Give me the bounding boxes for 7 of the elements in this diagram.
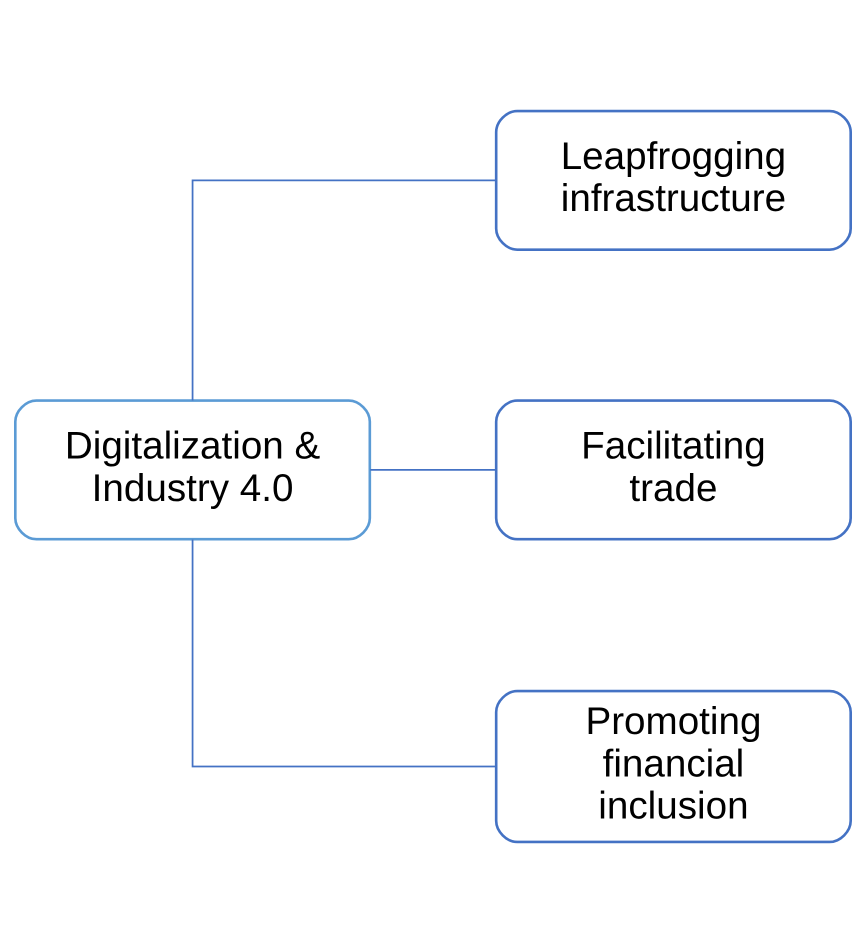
- node-box: Facilitating trade: [494, 398, 852, 540]
- connector: [192, 178, 496, 400]
- connector: [370, 468, 496, 470]
- node-box: Leapfrogging infrastructure: [494, 109, 852, 250]
- node-box: Promoting financial inclusion: [494, 689, 852, 843]
- node-box: Digitalization & Industry 4.0: [14, 398, 372, 540]
- connector: [192, 538, 496, 767]
